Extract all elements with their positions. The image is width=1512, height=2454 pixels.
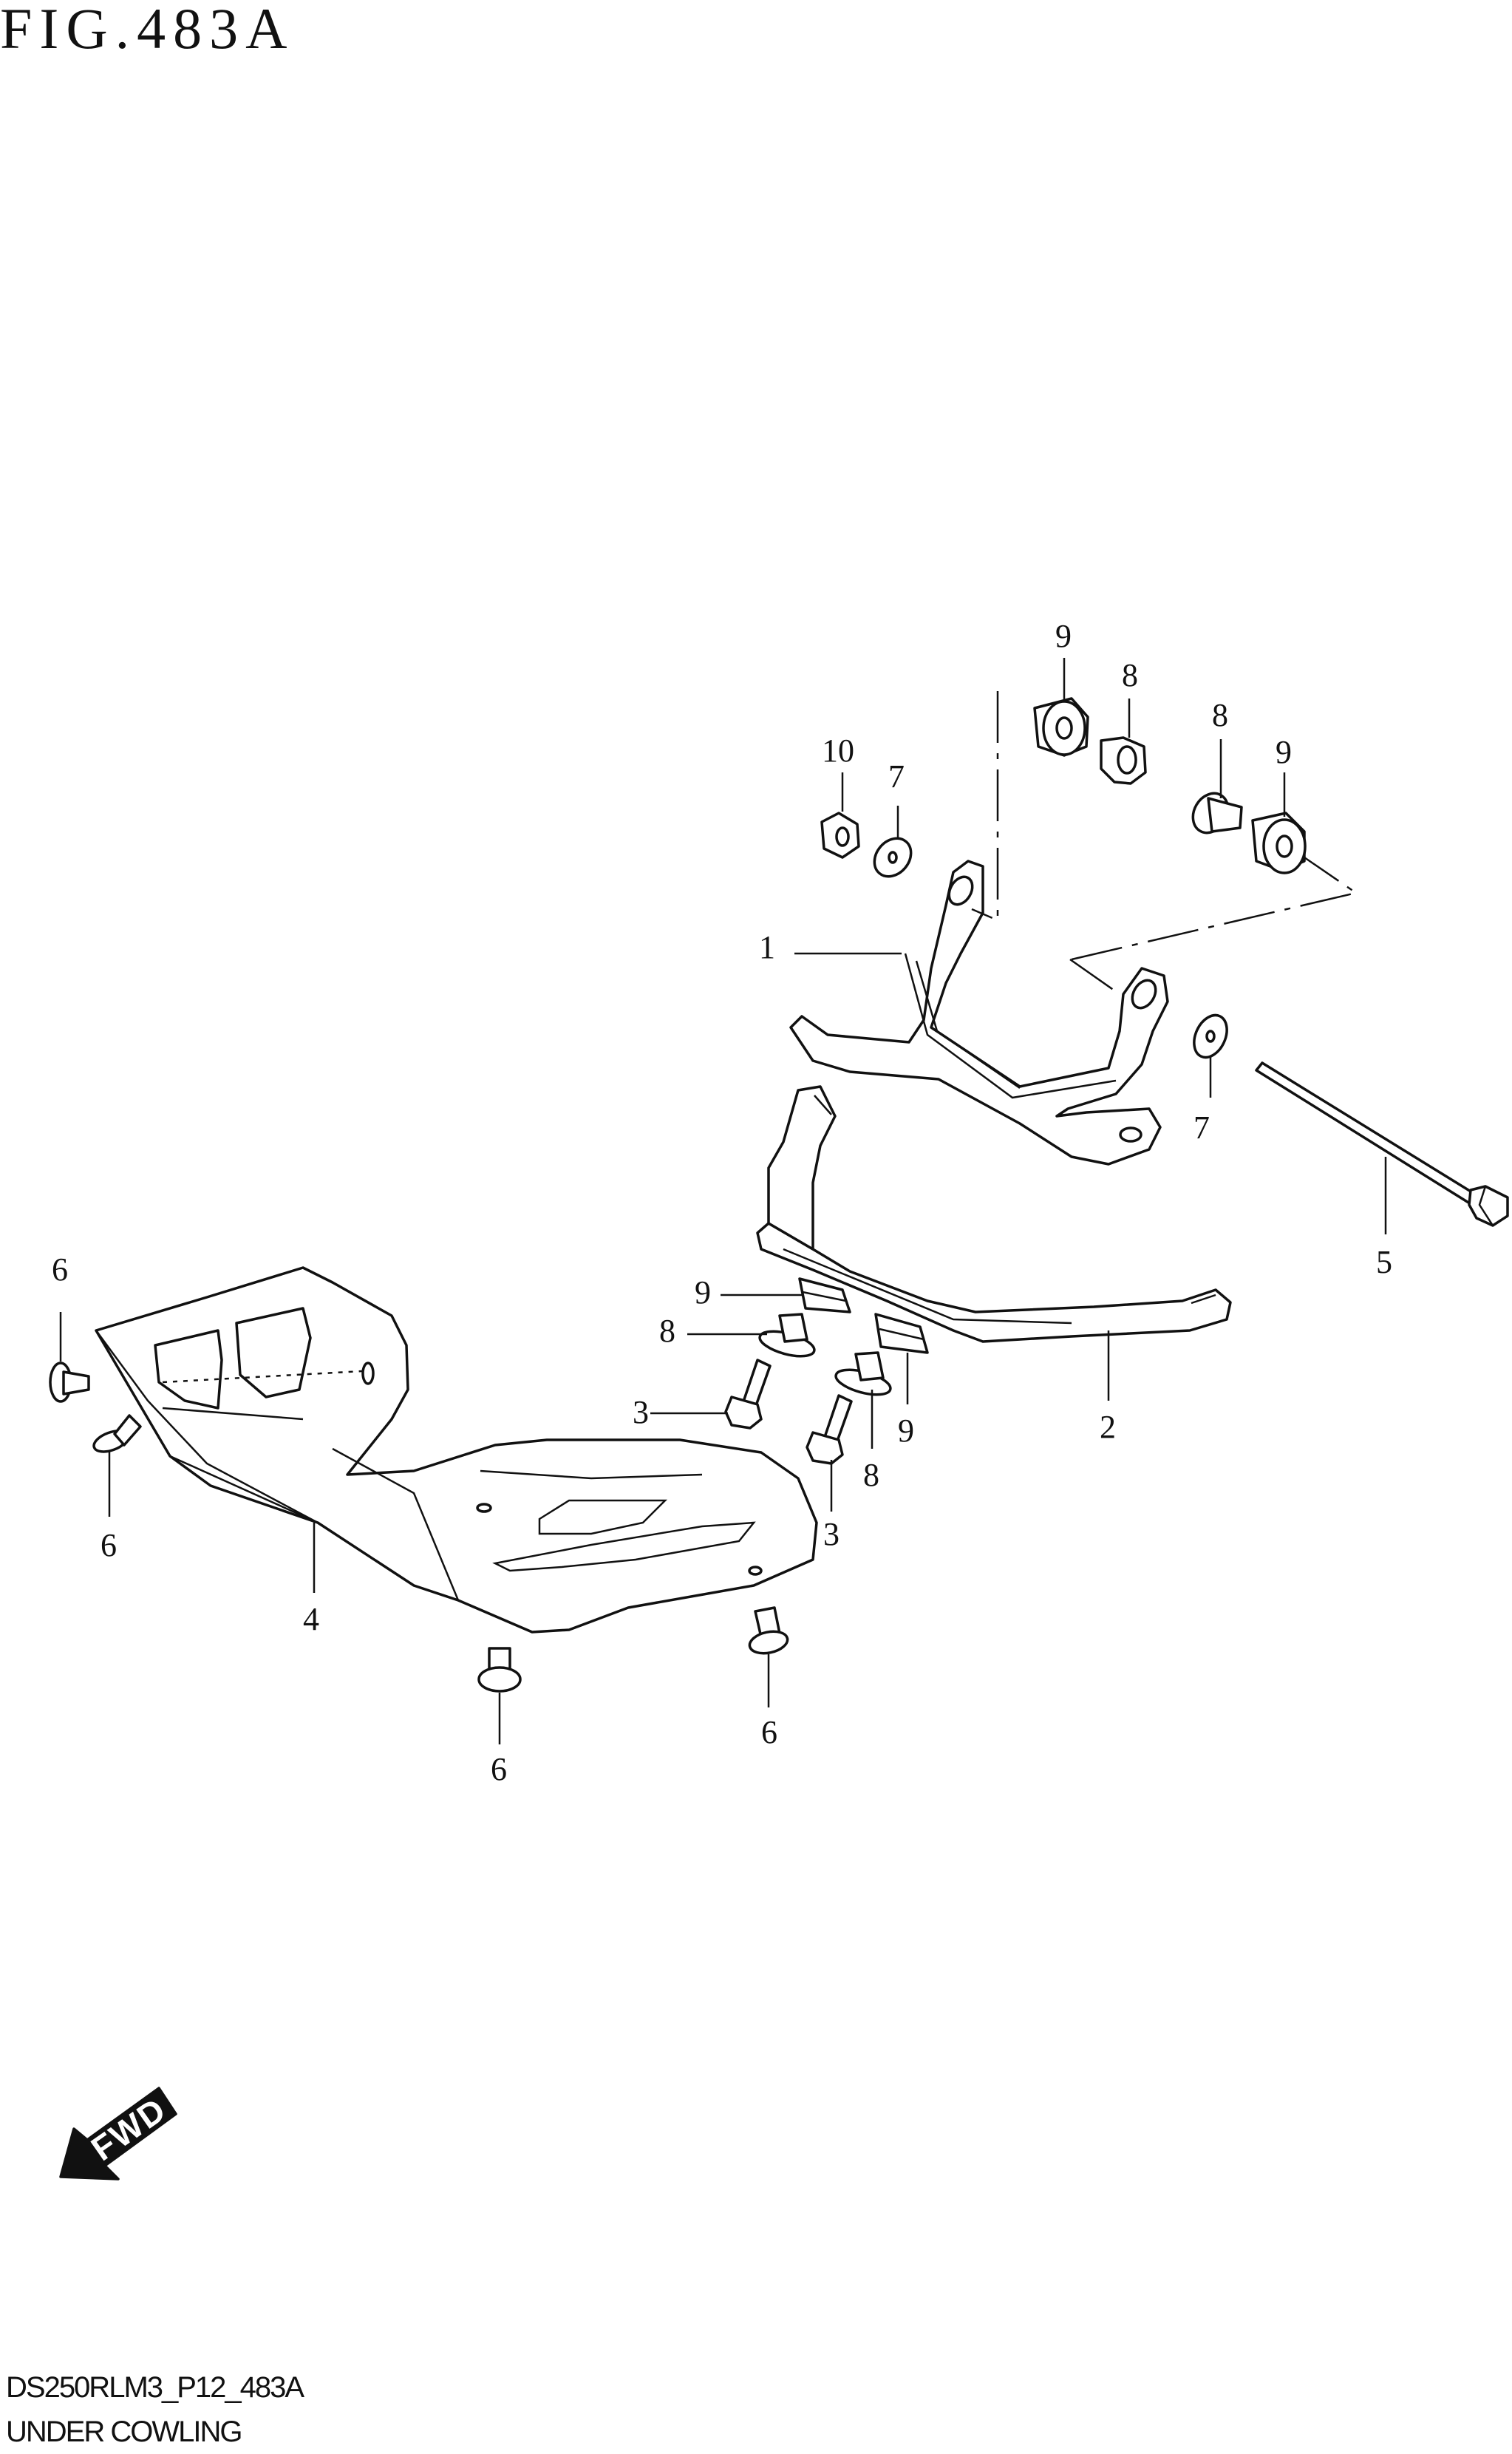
callout-1: 1 xyxy=(759,929,775,965)
part-8-collar-d xyxy=(834,1351,892,1396)
drawing-code: DS250RLM3_P12_483A xyxy=(6,2371,304,2404)
assembly-line-b xyxy=(1071,856,1359,961)
part-7-washer-b xyxy=(1193,1013,1228,1059)
part-6-rivet-d xyxy=(748,1606,789,1655)
part-7-washer-a xyxy=(873,837,913,878)
figure-name: UNDER COWLING xyxy=(6,2416,242,2448)
part-6-rivet-a xyxy=(49,1362,90,1403)
leader-lines xyxy=(59,658,1387,1744)
part-9-grommet-c xyxy=(798,1277,851,1313)
part-3-bolt-b xyxy=(806,1394,853,1465)
callout-4: 4 xyxy=(303,1601,319,1637)
part-1-upper-bracket xyxy=(789,860,1169,1166)
callout-6b: 6 xyxy=(101,1527,117,1563)
part-6-rivet-c xyxy=(477,1647,522,1693)
callout-9d: 9 xyxy=(898,1413,914,1449)
callout-10: 10 xyxy=(822,733,854,769)
part-6-rivet-b xyxy=(92,1414,142,1453)
callout-3b: 3 xyxy=(823,1516,840,1552)
part-3-bolt-a xyxy=(724,1359,772,1430)
callout-6c: 6 xyxy=(491,1751,507,1787)
part-4-under-cowling xyxy=(95,1266,818,1634)
callout-9b: 9 xyxy=(1276,734,1292,770)
callout-8a: 8 xyxy=(1122,657,1138,693)
callout-8d: 8 xyxy=(863,1457,879,1493)
part-8-collar-b xyxy=(1191,792,1243,835)
part-8-collar-a xyxy=(1100,736,1147,785)
callout-6a: 6 xyxy=(52,1251,68,1288)
part-8-collar-c xyxy=(758,1313,816,1358)
part-9-grommet-d xyxy=(874,1313,929,1354)
callout-7a: 7 xyxy=(888,758,905,795)
callout-3a: 3 xyxy=(633,1394,649,1430)
part-5-long-bolt xyxy=(1255,1061,1509,1227)
callout-2: 2 xyxy=(1100,1409,1116,1445)
assembly-line-a xyxy=(971,691,999,922)
callout-5: 5 xyxy=(1376,1244,1392,1280)
part-10-nut xyxy=(820,812,860,859)
figure-title: FIG.483A xyxy=(0,0,295,61)
fwd-arrow-icon: FWD xyxy=(59,2087,177,2181)
part-9-grommet-b xyxy=(1251,812,1307,874)
callout-8b: 8 xyxy=(1212,697,1228,733)
callout-8c: 8 xyxy=(659,1313,675,1349)
callout-9a: 9 xyxy=(1055,618,1072,654)
part-9-grommet-a xyxy=(1033,697,1089,757)
callout-7b: 7 xyxy=(1193,1109,1210,1146)
callout-6d: 6 xyxy=(761,1714,777,1750)
assembly-line-c xyxy=(1069,958,1120,996)
part-2-lower-stay xyxy=(756,1085,1232,1343)
callout-9c: 9 xyxy=(695,1274,711,1311)
